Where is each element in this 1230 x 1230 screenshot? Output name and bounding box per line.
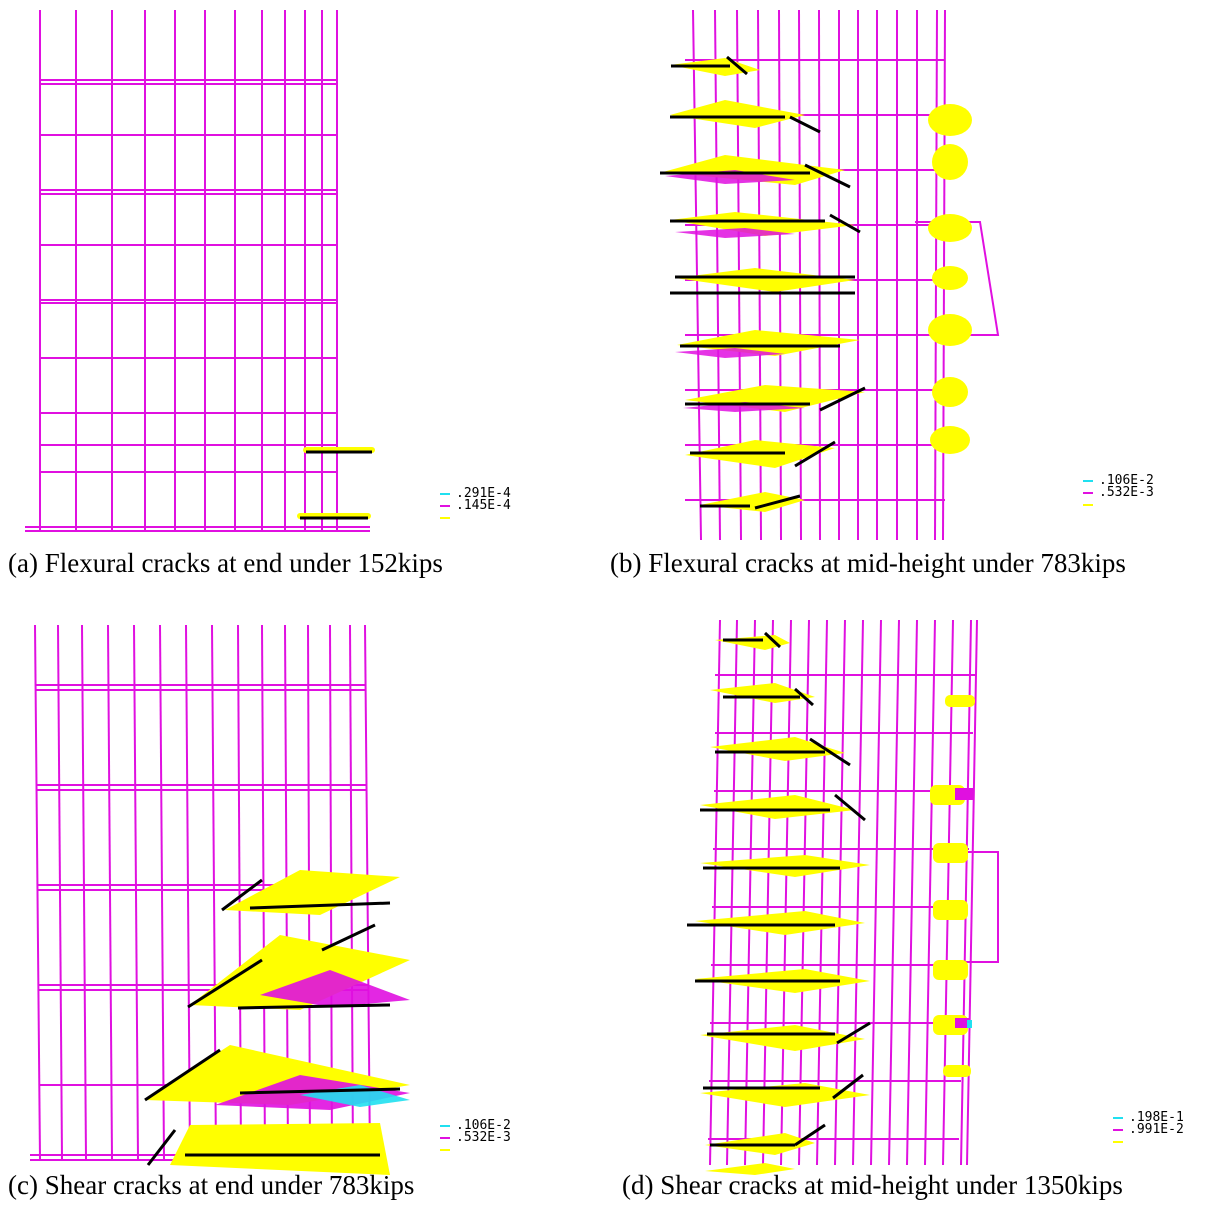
legend-entry-high: .106E-2 bbox=[1073, 473, 1154, 488]
panel-d-legend: .198E-1 .991E-2 bbox=[1103, 1110, 1184, 1148]
legend-swatch-cyan bbox=[1083, 480, 1093, 482]
legend-entry-mid: .532E-3 bbox=[1073, 485, 1154, 500]
panel-b-mesh bbox=[660, 9, 1000, 541]
caption-c: (c) Shear cracks at end under 783kips bbox=[8, 1170, 415, 1200]
legend-entry-mid: .991E-2 bbox=[1103, 1122, 1184, 1137]
legend-swatch-yellow bbox=[440, 517, 450, 519]
legend-entry-low bbox=[430, 1144, 511, 1156]
legend-swatch-cyan bbox=[1113, 1117, 1123, 1119]
caption-a: (a) Flexural cracks at end under 152kips bbox=[8, 548, 443, 578]
legend-value: .291E-4 bbox=[456, 486, 511, 501]
legend-value: .532E-3 bbox=[1099, 485, 1154, 500]
legend-value: .991E-2 bbox=[1129, 1122, 1184, 1137]
legend-value: .106E-2 bbox=[1099, 473, 1154, 488]
legend-value: .145E-4 bbox=[456, 498, 511, 513]
panel-a: .291E-4 .145E-4 bbox=[0, 0, 600, 560]
legend-swatch-cyan bbox=[440, 1125, 450, 1127]
legend-swatch-cyan bbox=[440, 493, 450, 495]
legend-entry-high: .198E-1 bbox=[1103, 1110, 1184, 1125]
legend-entry-mid: .532E-3 bbox=[430, 1130, 511, 1145]
legend-entry-high: .106E-2 bbox=[430, 1118, 511, 1133]
legend-swatch-magenta bbox=[1113, 1129, 1123, 1131]
panel-d-mesh bbox=[687, 619, 999, 1175]
caption-d: (d) Shear cracks at mid-height under 135… bbox=[622, 1170, 1123, 1200]
legend-value: .532E-3 bbox=[456, 1130, 511, 1145]
legend-value: .198E-1 bbox=[1129, 1110, 1184, 1125]
legend-entry-low bbox=[1103, 1136, 1184, 1148]
legend-swatch-yellow bbox=[1083, 504, 1093, 506]
legend-entry-low bbox=[1073, 499, 1154, 511]
legend-swatch-yellow bbox=[440, 1149, 450, 1151]
panel-b-legend: .106E-2 .532E-3 bbox=[1073, 473, 1154, 511]
legend-entry-high: .291E-4 bbox=[430, 486, 511, 501]
legend-swatch-magenta bbox=[440, 505, 450, 507]
legend-swatch-magenta bbox=[440, 1137, 450, 1139]
legend-entry-low bbox=[430, 512, 511, 524]
panel-d: .198E-1 .991E-2 bbox=[615, 615, 1230, 1175]
panel-a-legend: .291E-4 .145E-4 bbox=[430, 486, 511, 524]
panel-c-mesh bbox=[30, 624, 410, 1175]
panel-c-legend: .106E-2 .532E-3 bbox=[430, 1118, 511, 1156]
panel-c: .106E-2 .532E-3 bbox=[0, 615, 600, 1175]
panel-a-mesh bbox=[25, 10, 375, 532]
legend-swatch-yellow bbox=[1113, 1141, 1123, 1143]
legend-entry-mid: .145E-4 bbox=[430, 498, 511, 513]
legend-swatch-magenta bbox=[1083, 492, 1093, 494]
panel-b: .106E-2 .532E-3 bbox=[615, 0, 1230, 560]
caption-b: (b) Flexural cracks at mid-height under … bbox=[610, 548, 1126, 578]
legend-value: .106E-2 bbox=[456, 1118, 511, 1133]
